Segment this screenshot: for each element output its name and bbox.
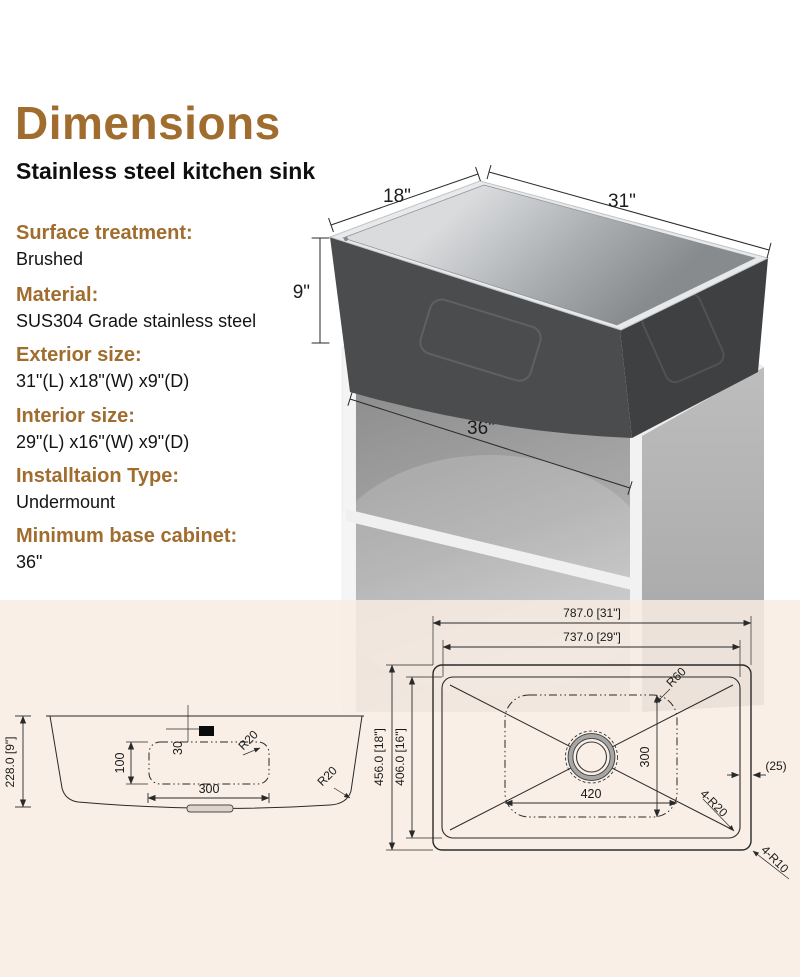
top-inner-length-label: 737.0 [29"] [563,630,621,644]
side-flat-height-label: 100 [113,753,127,774]
spec-value: SUS304 Grade stainless steel [16,311,257,331]
side-drain-offset-label: 30 [171,741,185,755]
drain-marker [199,726,214,736]
cabinet-shelf [346,509,636,591]
side-depth-label: 228.0 [9"] [3,737,17,788]
spec-value: 36" [16,552,43,572]
spec-label: Material: [16,284,99,306]
top-view-drawing: 787.0 [31"] 737.0 [29"] 456.0 [18"] 406.… [372,606,792,880]
sink-bowl [341,184,756,326]
rim-corner-hole [344,237,348,241]
spec-value: 29"(L) x16"(W) x9"(D) [16,432,190,452]
technical-panel-background [0,600,800,977]
cabinet-dimension: 36" [347,392,633,495]
spec-installation-type: Installtaion Type: Undermount [16,465,306,513]
top-bottom-radius-label: R60 [663,664,689,690]
top-flat-width-label: 300 [638,747,652,768]
page-subtitle: Stainless steel kitchen sink [16,158,316,184]
side-flat-width-label: 300 [199,782,220,796]
spec-surface-treatment: Surface treatment: Brushed [16,222,306,270]
drain-circle [565,730,618,784]
spec-minimum-cabinet: Minimum base cabinet: 36" [16,525,306,573]
spec-label: Installtaion Type: [16,465,179,487]
top-outer-length-label: 787.0 [31"] [563,606,621,620]
page-title: Dimensions [15,97,281,149]
sink-body [328,180,770,438]
sink-length-label: 31" [608,191,636,212]
top-rim-gap-label: (25) [765,759,786,773]
spec-label: Surface treatment: [16,222,193,244]
top-inner-width-label: 406.0 [16"] [393,728,407,786]
top-outer-width-label: 456.0 [18"] [372,728,386,786]
sink-dimensions: 18" 31" 9" [293,165,772,344]
spec-value: Brushed [16,249,84,269]
cabinet-width-label: 36" [467,418,495,439]
spec-exterior-size: Exterior size: 31"(L) x18"(W) x9"(D) [16,344,306,392]
spec-material: Material: SUS304 Grade stainless steel [16,284,306,332]
side-outer-radius-label: R20 [314,763,340,789]
top-flat-length-label: 420 [581,787,602,801]
spec-value: Undermount [16,492,116,512]
spec-label: Exterior size: [16,344,142,366]
spec-label: Minimum base cabinet: [16,525,238,547]
spec-value: 31"(L) x18"(W) x9"(D) [16,371,190,391]
spec-interior-size: Interior size: 29"(L) x16"(W) x9"(D) [16,405,306,453]
side-view-drawing: 228.0 [9"] 100 30 300 R20 R20 [3,705,364,813]
sink-height-label: 9" [293,282,310,303]
spec-label: Interior size: [16,405,135,427]
sink-depth-label: 18" [383,186,411,207]
drain-bump [186,804,234,813]
top-inner-corner-label: 4-R20 [697,787,730,820]
technical-drawings: 228.0 [9"] 100 30 300 R20 R20 [3,606,792,880]
